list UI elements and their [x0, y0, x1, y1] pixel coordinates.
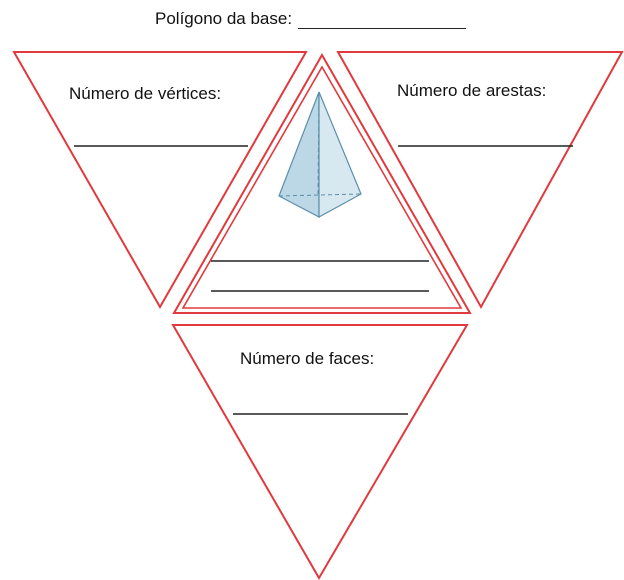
edges-label: Número de arestas: — [397, 81, 547, 100]
vertices-label: Número de vértices: — [69, 84, 222, 103]
center-triangle-inner — [181, 65, 463, 309]
base-polygon-blank — [298, 28, 467, 29]
pyramid-icon — [278, 91, 362, 219]
base-polygon-row: Polígono da base: — [155, 9, 467, 29]
right-triangle — [336, 51, 624, 310]
left-triangle — [12, 51, 308, 310]
faces-label: Número de faces: — [240, 349, 375, 368]
center-triangle-outer — [172, 52, 472, 314]
base-polygon-label: Polígono da base: — [155, 9, 293, 28]
bottom-triangle — [171, 324, 469, 580]
